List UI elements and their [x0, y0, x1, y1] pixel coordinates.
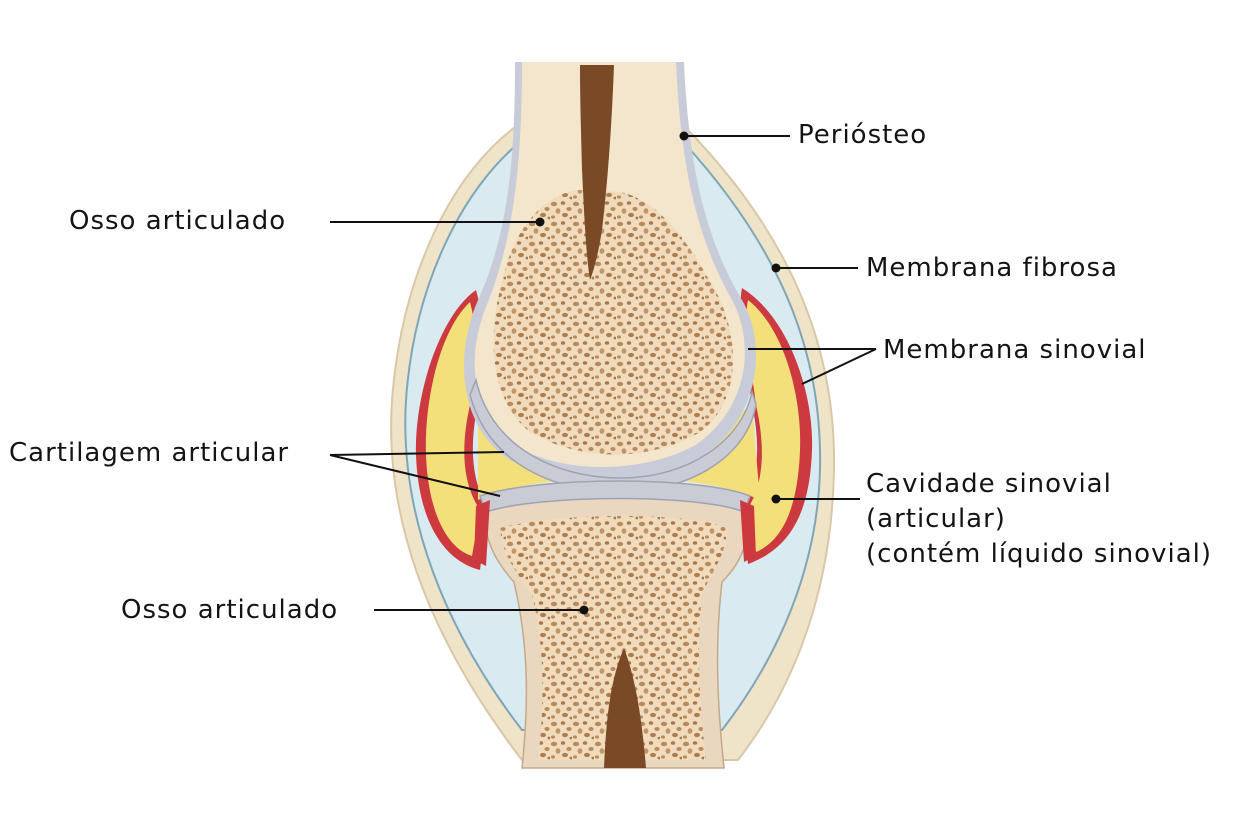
- leader-dot-periosteo: [679, 131, 689, 141]
- label-osso-articulado-inferior: Osso articulado: [121, 595, 339, 625]
- lower-bone-spongy: [500, 516, 728, 760]
- lower-marrow-canal: [604, 648, 646, 768]
- leader-cartilagem-b: [329, 454, 501, 497]
- leader-cartilagem-a: [329, 451, 505, 456]
- leader-dot-osso-inferior: [579, 605, 589, 615]
- label-cavidade-sinovial-line3: (contém líquido sinovial): [866, 539, 1213, 569]
- leader-dot-membrana-fibrosa: [771, 263, 781, 273]
- upper-marrow-canal: [580, 65, 614, 280]
- label-cavidade-sinovial-line2: (articular): [866, 504, 1006, 534]
- label-cartilagem-articular: Cartilagem articular: [9, 438, 290, 468]
- synovial-membrane-lower-right: [740, 500, 756, 562]
- leader-dot-cavidade: [771, 494, 781, 504]
- leader-dot-osso-superior: [535, 217, 545, 227]
- synovial-fluid-right: [746, 300, 801, 552]
- label-membrana-fibrosa: Membrana fibrosa: [866, 253, 1118, 283]
- label-cavidade-sinovial-line1: Cavidade sinovial: [866, 469, 1112, 499]
- label-periosteo: Periósteo: [798, 120, 928, 150]
- synovial-membrane-lower-left: [474, 500, 490, 566]
- upper-articular-cartilage: [469, 377, 757, 493]
- leader-membrana-sinovial-b: [801, 348, 877, 385]
- label-membrana-sinovial: Membrana sinovial: [883, 335, 1147, 365]
- upper-bone-spongy: [493, 190, 734, 455]
- label-osso-articulado-superior: Osso articulado: [69, 206, 287, 236]
